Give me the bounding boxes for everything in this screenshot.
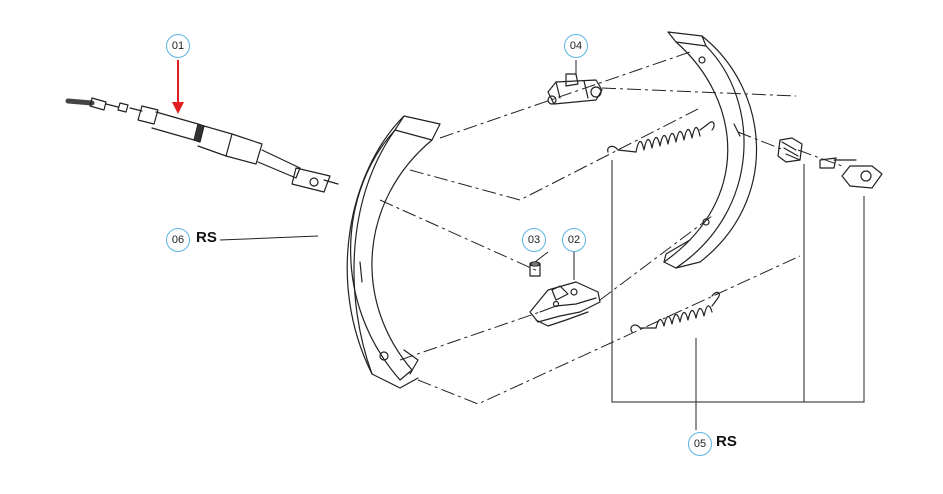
rear-brake-shoe[interactable] bbox=[663, 31, 758, 269]
brake-lever[interactable] bbox=[529, 281, 601, 327]
hold-down-pin[interactable] bbox=[819, 157, 883, 189]
front-brake-shoe[interactable] bbox=[346, 115, 441, 389]
upper-return-spring[interactable] bbox=[607, 121, 715, 153]
lower-return-spring[interactable] bbox=[630, 291, 720, 333]
callout-05[interactable]: 05 bbox=[688, 432, 712, 456]
callout-03[interactable]: 03 bbox=[522, 228, 546, 252]
small-sleeve[interactable] bbox=[529, 261, 541, 277]
callout-01[interactable]: 01 bbox=[166, 34, 190, 58]
assembly-lines bbox=[379, 51, 843, 405]
callout-04[interactable]: 04 bbox=[564, 34, 588, 58]
callout-05-suffix: RS bbox=[716, 433, 737, 450]
adjuster-part[interactable] bbox=[547, 73, 603, 105]
highlight-arrow bbox=[172, 60, 184, 114]
brake-cable[interactable] bbox=[65, 97, 339, 193]
callout-06[interactable]: 06 bbox=[166, 228, 190, 252]
hold-down-spring[interactable] bbox=[777, 137, 803, 163]
callout-06-suffix: RS bbox=[196, 229, 217, 246]
leader-lines bbox=[219, 60, 865, 430]
callout-02[interactable]: 02 bbox=[562, 228, 586, 252]
